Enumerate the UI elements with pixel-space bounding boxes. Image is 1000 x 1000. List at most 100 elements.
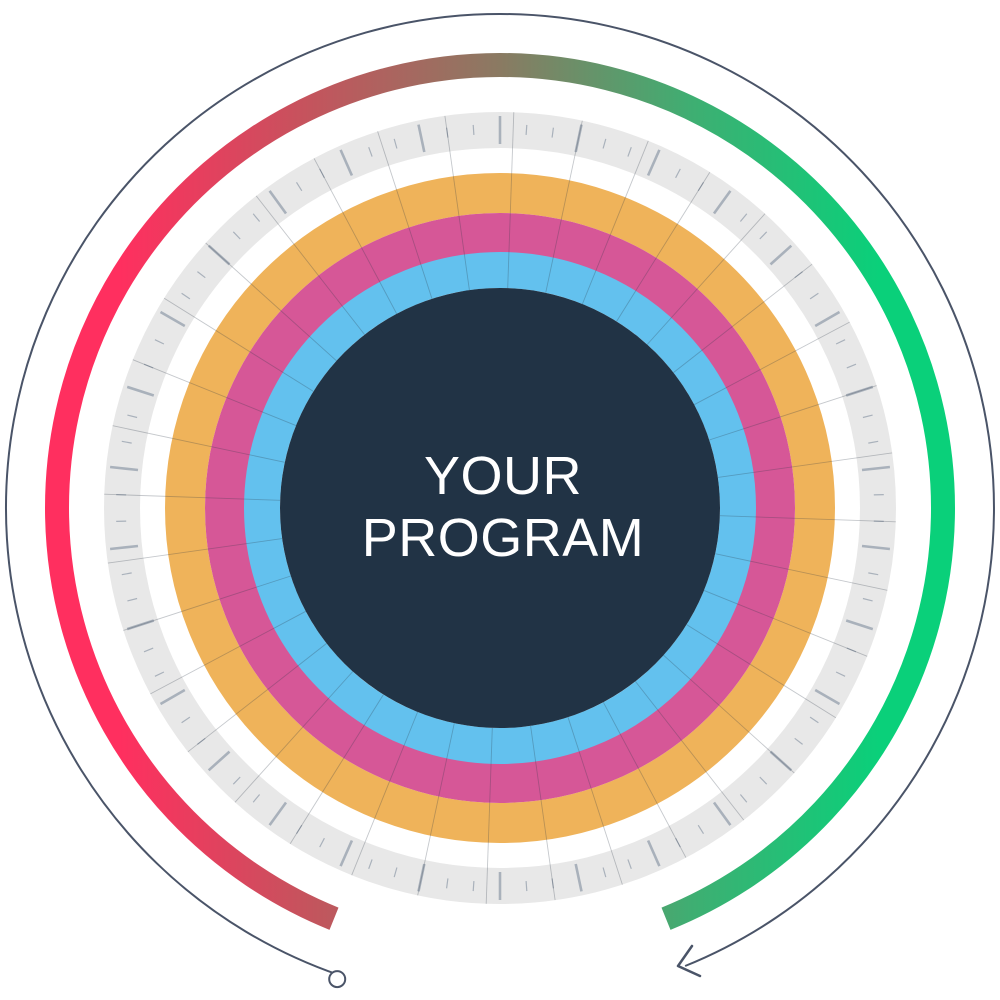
segment-divider-line bbox=[646, 213, 766, 345]
outer-outline bbox=[4, 13, 995, 989]
minor-tick bbox=[794, 737, 803, 745]
minor-tick bbox=[446, 878, 449, 889]
minor-tick bbox=[846, 363, 857, 369]
major-tick bbox=[646, 149, 661, 177]
major-tick bbox=[861, 544, 891, 551]
tick-ring bbox=[104, 112, 896, 904]
minor-tick bbox=[319, 837, 325, 848]
minor-tick bbox=[602, 867, 607, 878]
segment-divider-line bbox=[163, 297, 314, 392]
segment-divider-line bbox=[132, 359, 297, 427]
minor-tick bbox=[697, 181, 705, 192]
minor-tick bbox=[472, 881, 475, 892]
minor-tick bbox=[319, 168, 325, 179]
minor-tick bbox=[868, 572, 879, 576]
segment-divider-line bbox=[150, 610, 307, 695]
segment-divider-line bbox=[719, 515, 896, 523]
tick-marks bbox=[109, 116, 891, 900]
minor-tick bbox=[232, 231, 241, 240]
minor-tick bbox=[809, 716, 819, 724]
segment-divider-line bbox=[616, 171, 711, 322]
minor-tick bbox=[525, 124, 528, 135]
major-tick bbox=[646, 839, 661, 867]
segment-divider-line bbox=[663, 654, 795, 774]
minor-tick bbox=[393, 867, 398, 878]
major-tick bbox=[268, 801, 288, 826]
minor-tick bbox=[759, 776, 768, 785]
segment-divider-line bbox=[567, 717, 623, 885]
minor-tick bbox=[393, 138, 398, 149]
segment-divider-line bbox=[485, 727, 493, 904]
minor-tick bbox=[835, 339, 846, 345]
blue-ring bbox=[244, 252, 756, 764]
segment-divider-line bbox=[313, 158, 398, 315]
segment-divider-line bbox=[717, 452, 893, 478]
minor-tick bbox=[295, 181, 303, 192]
minor-tick bbox=[197, 271, 206, 279]
major-tick bbox=[109, 465, 139, 472]
major-tick bbox=[574, 863, 583, 892]
major-tick bbox=[159, 310, 186, 328]
minor-tick bbox=[197, 737, 206, 745]
minor-tick bbox=[627, 146, 632, 157]
major-tick bbox=[769, 244, 793, 266]
minor-tick bbox=[121, 572, 132, 576]
minor-tick bbox=[862, 414, 873, 419]
segment-divider-line bbox=[123, 575, 291, 631]
segment-divider-line bbox=[234, 671, 354, 803]
major-tick bbox=[712, 190, 732, 215]
minor-tick bbox=[368, 859, 373, 870]
major-tick bbox=[417, 124, 426, 153]
minor-tick bbox=[551, 127, 554, 138]
major-tick bbox=[845, 385, 874, 397]
major-tick bbox=[109, 544, 139, 551]
major-tick bbox=[339, 149, 354, 177]
minor-tick bbox=[181, 292, 191, 300]
segment-divider-line bbox=[715, 553, 888, 591]
major-tick bbox=[574, 124, 583, 153]
segment-divider-line bbox=[112, 425, 285, 463]
minor-tick bbox=[295, 824, 303, 835]
minor-tick bbox=[181, 716, 191, 724]
minor-tick bbox=[809, 292, 819, 300]
major-tick bbox=[159, 688, 186, 706]
major-tick bbox=[126, 385, 155, 397]
segment-divider-line bbox=[530, 725, 556, 901]
arrowhead-icon bbox=[676, 944, 702, 978]
major-tick bbox=[207, 750, 231, 772]
minor-tick bbox=[862, 597, 873, 602]
segment-divider-line bbox=[545, 120, 583, 293]
gradient-progress-arc bbox=[45, 52, 955, 930]
segment-divider-line bbox=[709, 385, 877, 441]
minor-tick bbox=[368, 146, 373, 157]
minor-tick bbox=[154, 671, 165, 677]
segment-divider-line bbox=[602, 701, 687, 858]
major-tick bbox=[126, 619, 155, 631]
segment-divider-line bbox=[581, 140, 649, 305]
major-tick bbox=[814, 310, 841, 328]
minor-tick bbox=[794, 271, 803, 279]
segment-divider-line bbox=[351, 711, 419, 876]
major-tick bbox=[339, 839, 354, 867]
segment-divider-line bbox=[703, 589, 868, 657]
minor-tick bbox=[675, 837, 681, 848]
segment-divider-line bbox=[255, 195, 365, 335]
minor-tick bbox=[143, 647, 154, 653]
major-tick bbox=[769, 750, 793, 772]
minor-tick bbox=[127, 597, 138, 602]
minor-tick bbox=[739, 213, 748, 222]
minor-tick bbox=[154, 339, 165, 345]
orange-ring bbox=[165, 173, 835, 843]
minor-tick bbox=[759, 231, 768, 240]
minor-tick bbox=[252, 213, 261, 222]
segment-divider-line bbox=[289, 694, 384, 845]
major-tick bbox=[207, 244, 231, 266]
center-title-line-1: YOUR bbox=[424, 446, 582, 506]
center-title-line-2: PROGRAM bbox=[362, 508, 645, 568]
minor-tick bbox=[232, 776, 241, 785]
major-tick bbox=[417, 863, 426, 892]
segment-divider-line bbox=[635, 681, 745, 821]
minor-tick bbox=[551, 878, 554, 889]
segment-divider-line bbox=[377, 131, 433, 299]
